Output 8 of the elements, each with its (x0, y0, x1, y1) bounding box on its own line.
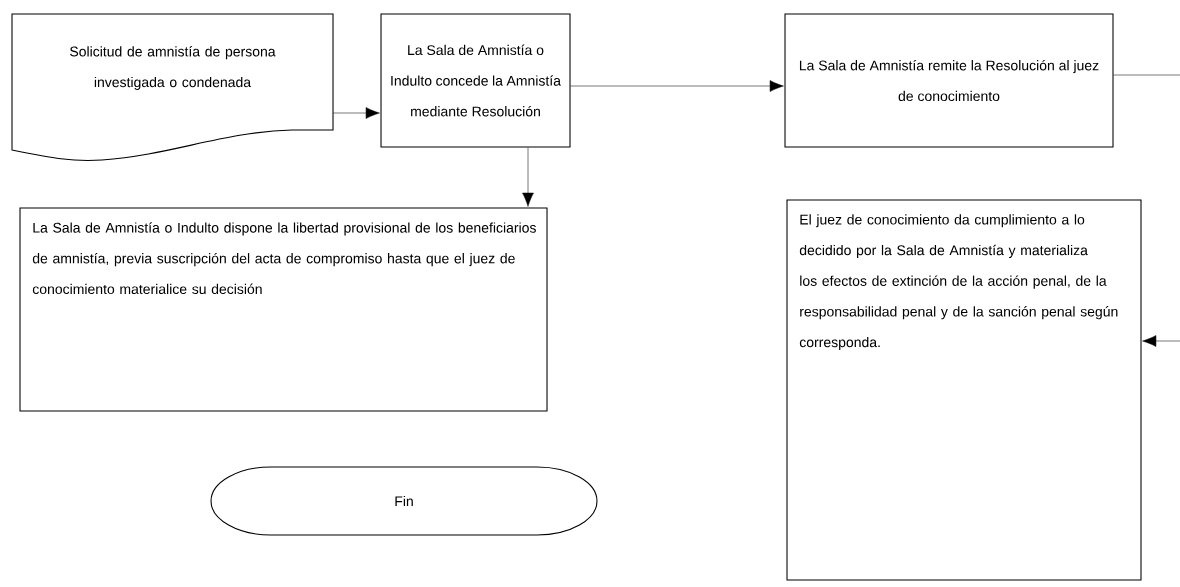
arrow (522, 147, 534, 207)
arrow (570, 80, 784, 92)
process-box: La Sala de Amnistía o Indulto dispone la libertad provisional de los beneficiarios de amnistía, previa suscripción del acta de compromiso hasta que el juez de conocimiento materialice su decisión (19, 207, 548, 412)
arrow (1142, 335, 1180, 347)
process-box: La Sala de Amnistía o Indulto concede la Amnistía mediante Resolución (380, 13, 571, 148)
arrow (333, 107, 380, 119)
process-box: La Sala de Amnistía remite la Resolución al juez de conocimiento (784, 13, 1114, 148)
process-box: El juez de conocimiento da cumplimiento a lo decidido por la Sala de Amnistía y materializa los efectos de extinción de la acción penal, de la responsabilidad penal y de la sanción penal según corresponda. (786, 199, 1142, 581)
